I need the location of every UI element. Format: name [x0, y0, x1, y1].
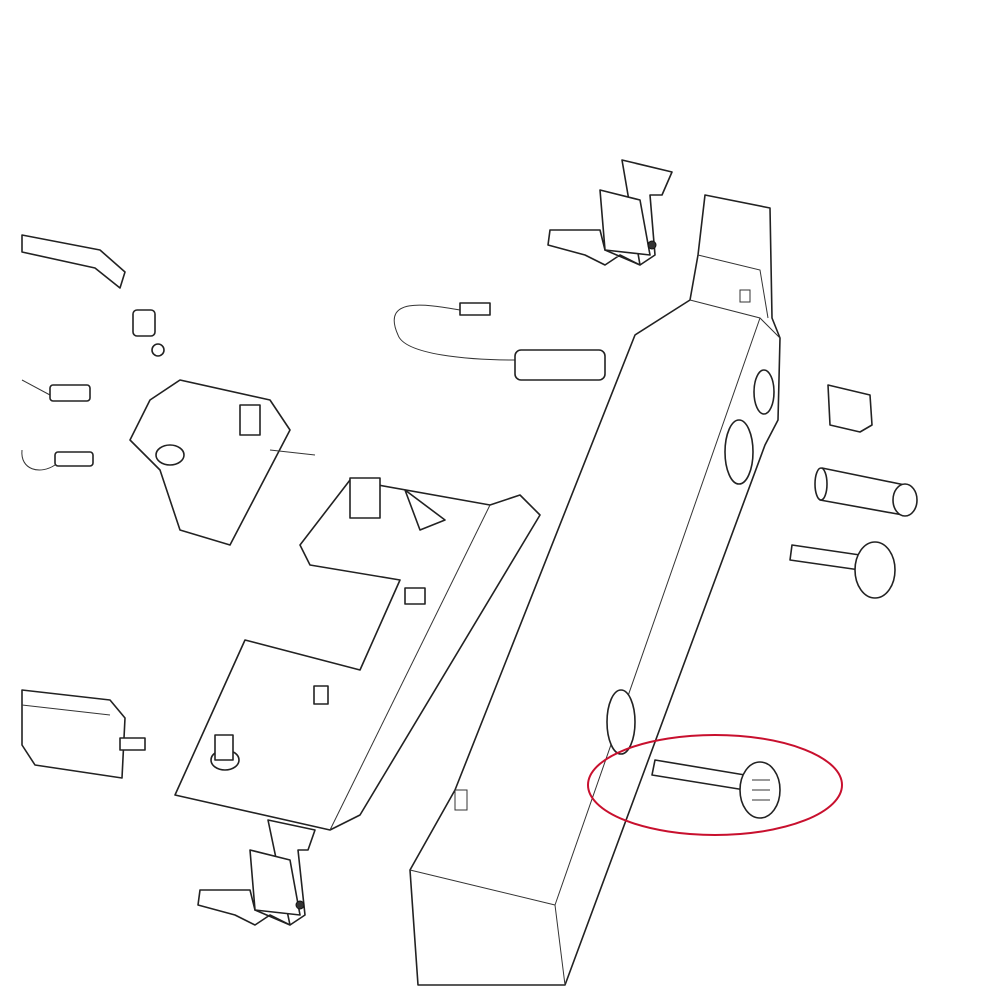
front-panel — [409, 194, 781, 986]
knob-cylinder — [814, 467, 918, 517]
bracket-bottom — [197, 819, 316, 926]
highlight-ellipse — [587, 734, 843, 836]
gas-pipe — [21, 234, 126, 289]
switch — [827, 384, 873, 433]
thermocouple — [21, 379, 94, 471]
heater-block — [21, 689, 146, 779]
bracket-top — [547, 159, 673, 266]
control-board — [174, 477, 541, 831]
igniter-lead — [393, 302, 606, 381]
gas-valve-assembly — [129, 309, 316, 546]
panel-hole-1 — [753, 369, 775, 415]
panel-hole-2 — [724, 419, 754, 485]
control-knob-upper — [789, 541, 896, 599]
control-knob-highlighted — [651, 759, 781, 819]
panel-hole-3 — [606, 689, 636, 755]
